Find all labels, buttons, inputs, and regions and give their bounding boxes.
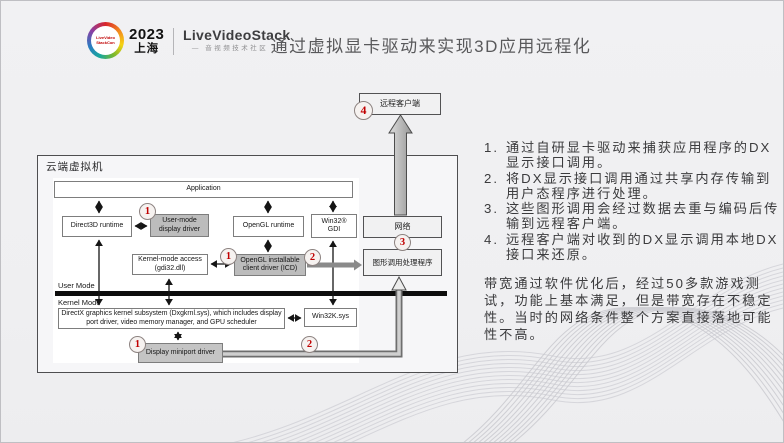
application-label: Application	[186, 185, 221, 193]
win32-gdi-label: Win32®GDI	[321, 217, 347, 233]
step-badge-2: 2	[304, 249, 321, 266]
step-badge-1: 1	[139, 203, 156, 220]
list-item: 2. 将DX显示接口调用通过共享内存传输到用户态程序进行处理。	[484, 171, 782, 202]
summary-paragraph: 带宽通过软件优化后，经过50多款游戏测试，功能上基本满足，但是带宽存在不稳定性。…	[484, 276, 773, 342]
step-text: 通过自研显卡驱动来捕获应用程序的DX显示接口调用。	[506, 140, 772, 171]
conference-logo-icon: LiveVideo StackCon	[87, 22, 124, 59]
notes-column: 1. 通过自研显卡驱动来捕获应用程序的DX显示接口调用。 2. 将DX显示接口调…	[484, 140, 782, 344]
list-item: 3. 这些图形调用会经过数据去重与编码后传输到远程客户端。	[484, 201, 782, 232]
list-item: 4. 远程客户端对收到的DX显示调用本地DX接口来还原。	[484, 232, 782, 263]
d3d-runtime-label: Direct3D runtime	[70, 222, 124, 230]
logo-divider	[173, 28, 174, 55]
remote-client-label: 远程客户端	[380, 99, 420, 109]
win32k-box: Win32K.sys	[304, 308, 357, 327]
page-title: 通过虚拟显卡驱动来实现3D应用远程化	[270, 37, 592, 56]
graphics-handler-box: 图形调用处理程序	[363, 249, 442, 276]
display-miniport-label: Display miniport driver	[145, 348, 216, 356]
step-badge-1c: 1	[129, 336, 146, 353]
graphics-handler-label: 图形调用处理程序	[372, 258, 433, 267]
step-badge-4: 4	[354, 101, 373, 120]
brand-name: LiveVideoStack	[183, 27, 291, 43]
user-mode-label: User Mode	[58, 281, 95, 290]
win32-gdi-box: Win32®GDI	[311, 214, 357, 238]
win32k-label: Win32K.sys	[312, 313, 349, 321]
step-text: 远程客户端对收到的DX显示调用本地DX接口来还原。	[506, 231, 779, 263]
cloud-vm-label: 云端虚拟机	[46, 161, 104, 173]
kernel-mode-access-box: Kernel-mode access(gdi32.dll)	[132, 254, 208, 275]
step-text: 这些图形调用会经过数据去重与编码后传输到远程客户端。	[506, 201, 780, 232]
opengl-runtime-label: OpenGL runtime	[242, 222, 295, 230]
mode-divider-line	[55, 291, 447, 296]
logo-year-city: 2023 上海	[129, 27, 164, 56]
step-number: 1.	[484, 140, 499, 155]
list-item: 1. 通过自研显卡驱动来捕获应用程序的DX显示接口调用。	[484, 140, 782, 171]
step-badge-1b: 1	[220, 248, 237, 265]
step-number: 3.	[484, 201, 499, 217]
kernel-mode-label: Kernel Mode	[58, 298, 101, 307]
d3d-runtime-box: Direct3D runtime	[62, 216, 132, 237]
step-badge-2b: 2	[301, 336, 318, 353]
application-box: Application	[54, 181, 353, 198]
brand-tagline: — 音视频技术社区 —	[191, 45, 282, 52]
step-number: 2.	[484, 170, 499, 186]
logo-year: 2023	[129, 26, 165, 43]
step-text: 将DX显示接口调用通过共享内存传输到用户态程序进行处理。	[506, 170, 772, 201]
step-number: 4.	[484, 231, 499, 247]
dx-kernel-subsystem-box: DirectX graphics kernel subsystem (Dxgkr…	[58, 308, 285, 329]
step-badge-3: 3	[394, 234, 411, 251]
network-label: 网络	[394, 222, 411, 232]
opengl-runtime-box: OpenGL runtime	[233, 216, 304, 237]
dx-kernel-subsystem-label: DirectX graphics kernel subsystem (Dxgkr…	[61, 310, 282, 326]
display-miniport-box: Display miniport driver	[138, 343, 223, 363]
conference-logo-text: LiveVideo StackCon	[91, 26, 120, 55]
kernel-mode-access-label: Kernel-mode access(gdi32.dll)	[138, 256, 202, 272]
logo-city: 上海	[134, 43, 160, 55]
brand-block: LiveVideoStack — 音视频技术社区 —	[183, 28, 290, 53]
